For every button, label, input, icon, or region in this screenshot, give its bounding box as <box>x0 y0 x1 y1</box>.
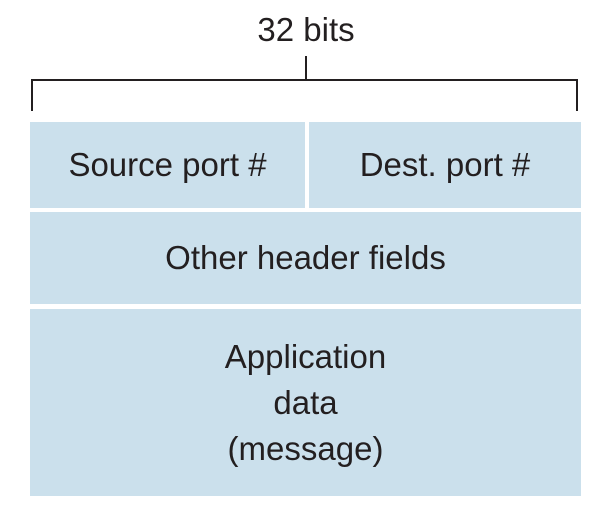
bracket-stem-line <box>305 56 307 80</box>
field-dest-port: Dest. port # <box>309 122 581 208</box>
field-other-header-fields: Other header fields <box>30 212 581 304</box>
field-application-data-label: Application data (message) <box>225 334 386 472</box>
bracket-right-tick <box>576 79 578 111</box>
width-label: 32 bits <box>257 11 355 48</box>
application-data-line-1: Application <box>224 337 387 375</box>
field-source-port-label: Source port # <box>68 146 267 183</box>
field-dest-port-label: Dest. port # <box>359 146 531 183</box>
width-bracket-line <box>31 79 578 81</box>
field-other-header-fields-label: Other header fields <box>165 239 446 276</box>
application-data-line-2: data <box>273 383 338 421</box>
application-data-line-3: (message) <box>227 429 384 467</box>
bracket-left-tick <box>31 79 33 111</box>
field-application-data: Application data (message) <box>30 309 581 496</box>
field-source-port: Source port # <box>30 122 305 208</box>
